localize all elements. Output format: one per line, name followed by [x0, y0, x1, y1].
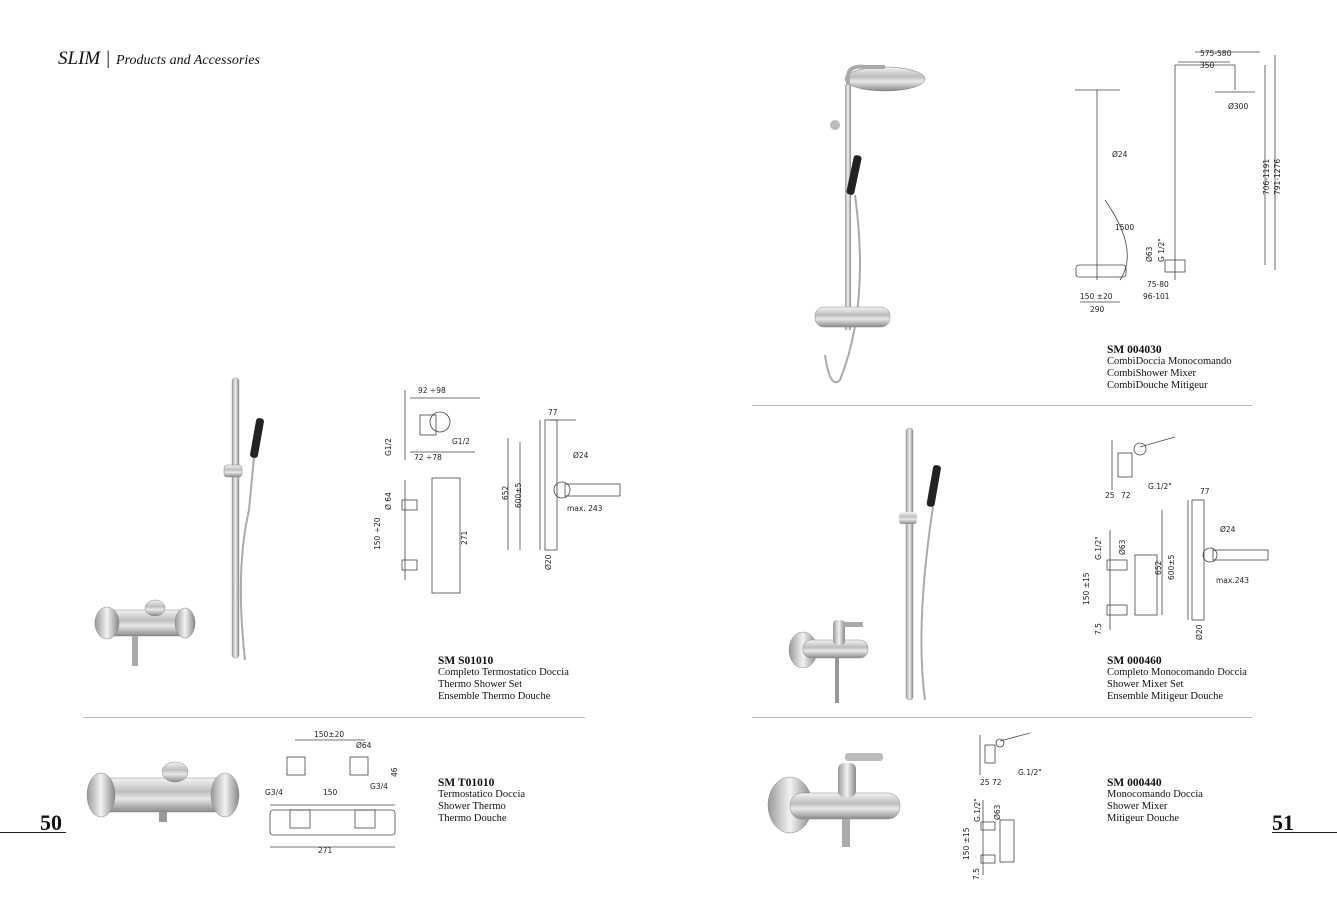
dim-label: Ø300 — [1228, 102, 1249, 111]
dim-label: max. 243 — [567, 504, 603, 513]
technical-drawing-004030 — [1075, 51, 1276, 303]
dim-label: max.243 — [1216, 576, 1250, 585]
description-fr: CombiDouche Mitigeur — [1107, 380, 1208, 391]
product-info-000460: SM 000460 Completo Monocomando Doccia Sh… — [1107, 655, 1247, 703]
dim-label: 150 ±20 — [1080, 292, 1113, 301]
product-photo-shower-thermo — [86, 761, 240, 822]
description-en: Shower Mixer Set — [1107, 679, 1184, 690]
product-photo-shower-mixer-set — [788, 427, 941, 703]
brand-title: SLIM — [58, 48, 101, 69]
description-it: Termostatico Doccia — [438, 789, 526, 800]
dim-label: 46 — [390, 767, 399, 777]
dim-label: G.1/2" — [1094, 536, 1103, 560]
dim-label: 791-1276 — [1273, 158, 1282, 195]
dim-label: 72 ÷78 — [414, 453, 442, 462]
dim-label: G3/4 — [265, 788, 283, 797]
dim-label: 575-580 — [1200, 49, 1232, 58]
product-code: SM 000460 — [1107, 655, 1162, 667]
divider — [752, 405, 1252, 406]
dim-label: Ø24 — [1112, 150, 1128, 159]
dim-label: 25 — [980, 778, 990, 787]
description-en: Thermo Shower Set — [438, 679, 522, 690]
description-en: CombiShower Mixer — [1107, 368, 1196, 379]
page-number-right: 51 — [1272, 810, 1294, 835]
dim-label: 75-80 — [1147, 280, 1169, 289]
page-number-rule-right — [1272, 832, 1337, 833]
dim-label: 150 — [323, 788, 338, 797]
dim-label: 706-1191 — [1262, 158, 1271, 195]
dim-label: 77 — [548, 408, 558, 417]
dim-label: 150 ÷20 — [373, 517, 382, 550]
product-info-s01010: SM S01010 Completo Termostatico Doccia T… — [438, 655, 569, 703]
dim-label: Ø63 — [1145, 246, 1154, 262]
product-code: SM 004030 — [1107, 344, 1162, 356]
dim-label: Ø63 — [993, 804, 1002, 820]
dim-label: 150 ±15 — [1082, 572, 1091, 605]
dim-label: G1/2 — [452, 437, 470, 446]
dim-label: 652 — [1154, 560, 1163, 575]
description-it: CombiDoccia Monocomando — [1107, 356, 1232, 367]
dim-label: Ø 64 — [384, 492, 393, 510]
dim-label: 150 ±15 — [962, 827, 971, 860]
dim-label: G1/2 — [384, 438, 393, 456]
product-photo-thermo-shower-set — [94, 377, 264, 666]
dim-label: 72 — [1121, 491, 1131, 500]
dim-label: G3/4 — [370, 782, 388, 791]
product-photo-combishower — [814, 64, 926, 384]
dim-label: 77 — [1200, 487, 1210, 496]
product-info-004030: SM 004030 CombiDoccia Monocomando CombiS… — [1107, 344, 1232, 392]
dim-label: G 1/2" — [1157, 238, 1166, 262]
description-it: Monocomando Doccia — [1107, 789, 1203, 800]
description-fr: Ensemble Mitigeur Douche — [1107, 691, 1224, 702]
dim-label: Ø24 — [573, 451, 589, 460]
dim-label: 72 — [992, 778, 1002, 787]
dim-label: 290 — [1090, 305, 1105, 314]
dim-label: 150±20 — [314, 730, 345, 739]
dim-label: 350 — [1200, 61, 1215, 70]
product-info-000440: SM 000440 Monocomando Doccia Shower Mixe… — [1107, 777, 1203, 825]
dim-label: 1500 — [1115, 223, 1135, 232]
technical-drawing-t01010 — [269, 739, 396, 848]
page-number-left: 50 — [40, 810, 62, 835]
dim-label: 7.5 — [972, 868, 981, 880]
product-info-t01010: SM T01010 Termostatico Doccia Shower The… — [438, 777, 525, 825]
description-fr: Ensemble Thermo Douche — [438, 691, 551, 702]
dim-label: Ø64 — [356, 741, 372, 750]
dim-label: Ø63 — [1118, 539, 1127, 555]
description-en: Shower Thermo — [438, 801, 506, 812]
dim-label: G.1/2" — [1018, 768, 1042, 777]
header-subtitle: Products and Accessories — [116, 53, 260, 68]
dim-label: Ø24 — [1220, 525, 1236, 534]
dim-label: 92 ÷98 — [418, 386, 446, 395]
product-code: SM T01010 — [438, 777, 495, 789]
description-fr: Mitigeur Douche — [1107, 813, 1180, 824]
description-it: Completo Monocomando Doccia — [1107, 667, 1247, 678]
product-code: SM S01010 — [438, 655, 494, 667]
product-code: SM 000440 — [1107, 777, 1162, 789]
description-en: Shower Mixer — [1107, 801, 1168, 812]
dim-label: G.1/2" — [1148, 482, 1172, 491]
dim-label: 96-101 — [1143, 292, 1170, 301]
technical-drawing-s01010 — [401, 390, 621, 594]
technical-drawing-000440 — [979, 732, 1031, 875]
dim-label: 600±5 — [1167, 554, 1176, 580]
header-separator: | — [106, 48, 111, 69]
dim-label: Ø20 — [544, 554, 553, 570]
dim-label: G.1/2" — [973, 798, 982, 822]
page-header: SLIM| Products and Accessories — [58, 48, 260, 70]
divider — [83, 717, 585, 718]
dim-label: 652 — [501, 485, 510, 500]
divider — [752, 717, 1252, 718]
technical-drawing-000460 — [1106, 436, 1269, 630]
product-photo-shower-mixer — [767, 753, 901, 847]
dim-label: 25 — [1105, 491, 1115, 500]
page-number-rule-left — [0, 832, 66, 833]
dim-label: 7.5 — [1094, 623, 1103, 635]
dim-label: 271 — [318, 846, 333, 855]
description-it: Completo Termostatico Doccia — [438, 667, 569, 678]
dim-label: 600±5 — [514, 482, 523, 508]
description-fr: Thermo Douche — [438, 813, 507, 824]
dim-label: Ø20 — [1195, 624, 1204, 640]
dim-label: 271 — [460, 530, 469, 545]
